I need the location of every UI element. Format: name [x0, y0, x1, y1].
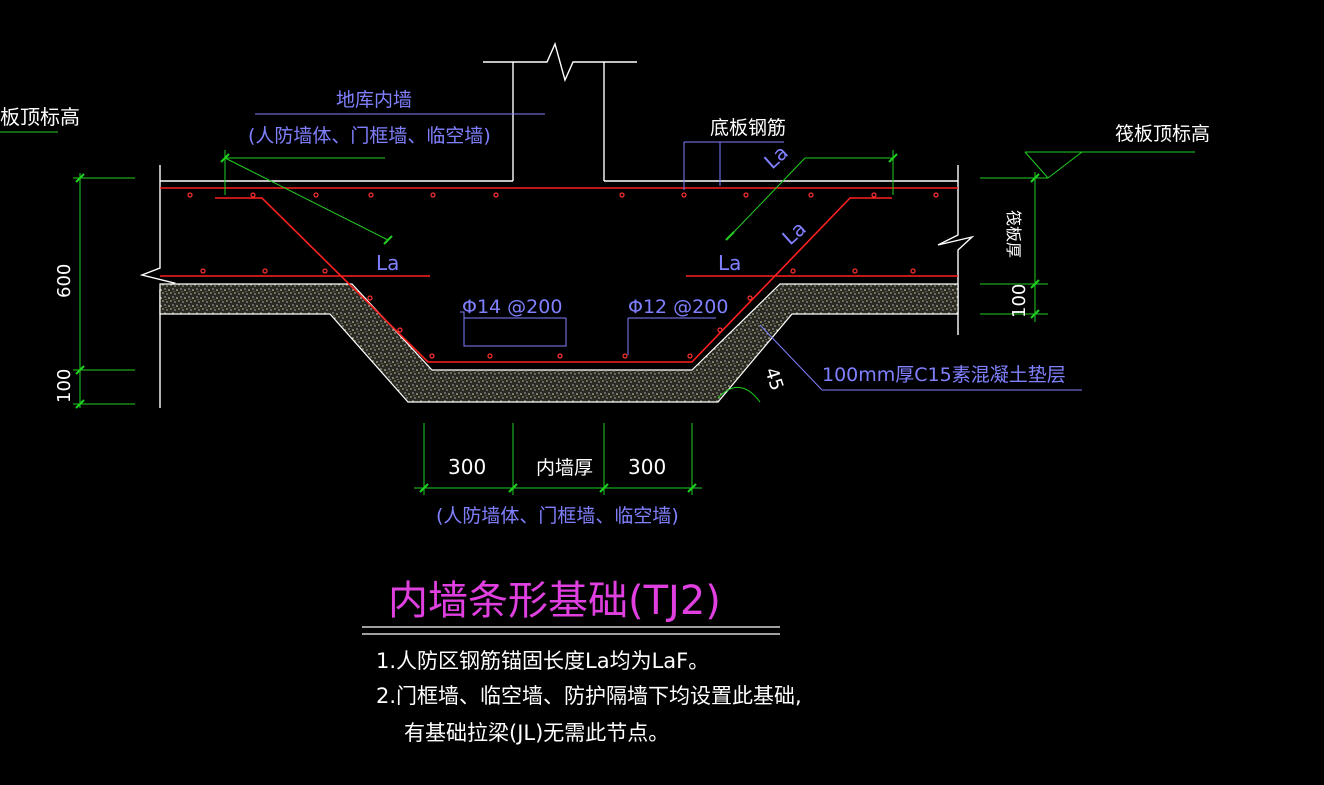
rebar-left-label: Φ14 @200	[462, 296, 562, 318]
bottom-types-label: (人防墙体、门框墙、临空墙)	[436, 505, 679, 527]
raft-top-elev-label: 筏板顶标高	[1115, 123, 1210, 145]
dim-300-right-label: 300	[628, 455, 666, 479]
inner-wall-label: 地库内墙	[336, 89, 412, 111]
inner-wall-types-label: (人防墙体、门框墙、临空墙)	[248, 125, 491, 147]
note-2: 2.门框墙、临空墙、防护隔墙下均设置此基础,	[376, 684, 802, 708]
leader-lines	[255, 113, 1082, 391]
la-label-right: La	[718, 251, 741, 275]
la-label-diag-top: La	[759, 140, 792, 173]
cushion-layer	[159, 283, 959, 403]
dimension-ticks	[75, 153, 1040, 493]
dim-100-left-label: 100	[54, 369, 75, 403]
elevation-marks	[0, 131, 1195, 179]
slab-outline	[139, 165, 975, 408]
dim-100-right-label: 100	[1009, 284, 1030, 318]
dim-600-label: 600	[54, 264, 75, 298]
title-underline	[362, 626, 780, 635]
wall-outline	[483, 41, 637, 181]
dim-wall-label: 内墙厚	[536, 457, 593, 479]
notes: 1.人防区钢筋锚固长度La均为LaF。 2.门框墙、临空墙、防护隔墙下均设置此基…	[376, 649, 802, 745]
angle-label: 45	[760, 365, 787, 393]
rebar-lines	[160, 187, 958, 363]
cushion-label: 100mm厚C15素混凝土垫层	[822, 364, 1066, 386]
la-label-left: La	[376, 251, 399, 275]
top-left-elev-label: 板顶标高	[0, 105, 80, 129]
rebar-right-label: Φ12 @200	[628, 296, 728, 318]
drawing-title: 内墙条形基础(TJ2)	[388, 578, 721, 624]
bottom-rebar-label: 底板钢筋	[710, 117, 786, 139]
note-3: 有基础拉梁(JL)无需此节点。	[404, 721, 669, 745]
dimension-lines	[73, 150, 1048, 495]
note-1: 1.人防区钢筋锚固长度La均为LaF。	[376, 649, 709, 673]
raft-thickness-label: 筏板厚	[1004, 210, 1023, 258]
text-labels: 板顶标高 地库内墙 (人防墙体、门框墙、临空墙) 底板钢筋 筏板顶标高 La L…	[0, 89, 1210, 527]
rebar-dots	[187, 192, 939, 359]
dim-300-left-label: 300	[448, 455, 486, 479]
